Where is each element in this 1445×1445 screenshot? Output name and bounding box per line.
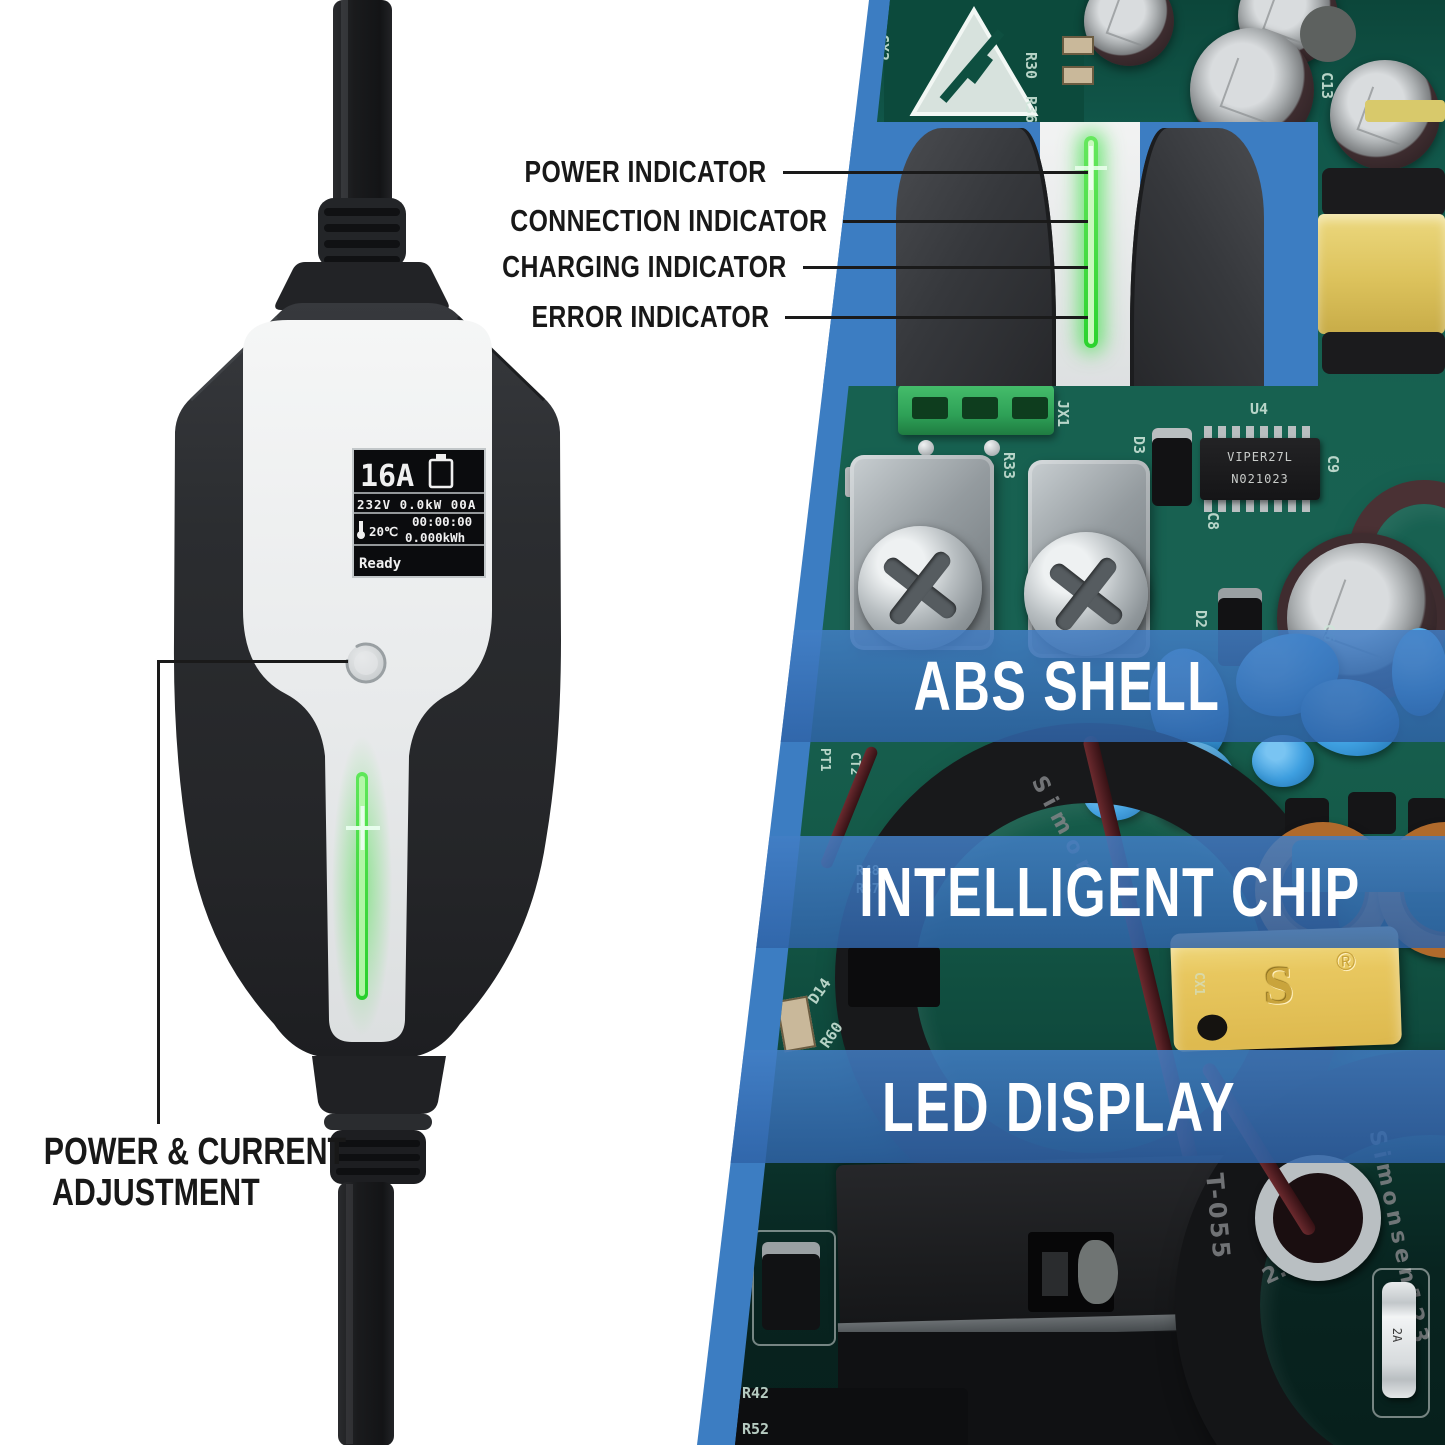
banner-led-display: LED DISPLAY	[697, 1050, 1445, 1163]
led-glint-icon	[1075, 166, 1107, 170]
chip-logo: S	[1262, 954, 1295, 1016]
display-volts-row: 232V 0.0kW 00A	[357, 497, 476, 512]
device-closeup-inset	[800, 122, 1318, 386]
fuse: 2A	[1382, 1282, 1416, 1398]
diode	[1152, 428, 1192, 506]
chip-registered-mark: ®	[1335, 945, 1356, 977]
display-temp: 20℃	[369, 524, 398, 539]
callout-power-indicator: POWER INDICATOR	[464, 152, 1088, 192]
battery-icon	[428, 454, 454, 489]
chip-marking: N021023	[1231, 472, 1289, 486]
relay-slot-patch	[1078, 1240, 1118, 1304]
pcb-silkscreen-label: R42	[742, 1384, 770, 1402]
solder-pin	[984, 440, 1000, 456]
pcb-silkscreen-label: JX1	[1054, 400, 1072, 428]
display-amps: 16A	[360, 459, 414, 494]
pcb-silkscreen-label: R30	[1022, 52, 1040, 80]
esd-warning-icon	[909, 6, 1039, 116]
indicator-label: ERROR INDICATOR	[531, 299, 769, 334]
terminal-slot	[912, 397, 948, 419]
display-status: Ready	[359, 556, 402, 572]
pcb-silkscreen-label: CX2	[874, 34, 892, 62]
pcb-silkscreen-label: PT1	[817, 748, 832, 772]
relay-box	[735, 1388, 968, 1445]
pcb-silkscreen-label: D3	[1130, 436, 1148, 455]
terminal-slot	[962, 397, 998, 419]
callout-power-current-adjustment: POWER & CURRENT ADJUSTMENT	[6, 1132, 346, 1214]
callout-charging-indicator: CHARGING INDICATOR	[431, 247, 1088, 287]
adjustment-label-line1: POWER & CURRENT	[43, 1131, 347, 1173]
screw-terminal	[858, 526, 982, 650]
indicator-label: CONNECTION INDICATOR	[509, 203, 827, 238]
banner-abs-shell: ABS SHELL	[697, 630, 1445, 742]
collar-top	[275, 262, 449, 310]
terminal-slot	[1012, 397, 1048, 419]
leader-line	[157, 660, 160, 1124]
chip-dot	[1196, 1014, 1228, 1042]
pcb-silkscreen-label: C9	[1324, 455, 1342, 474]
coil-clip	[1348, 792, 1396, 834]
indicator-label: CHARGING INDICATOR	[502, 249, 787, 284]
transformer-yellow-tape	[1318, 214, 1445, 334]
chip-marking: VIPER27L	[1227, 450, 1293, 464]
leader-line	[785, 315, 1088, 319]
smd-resistor	[1062, 36, 1094, 55]
leader-line	[783, 170, 1088, 174]
film-capacitor	[1252, 735, 1314, 787]
thermometer-icon	[357, 521, 365, 539]
tape-sliver	[1365, 100, 1445, 122]
pcb-silkscreen-label: R52	[742, 1420, 770, 1438]
silk-outline	[752, 1230, 836, 1346]
black-component	[848, 947, 940, 1007]
pin-strip	[1204, 426, 1316, 438]
pcb-silkscreen-label: D14	[804, 974, 835, 1008]
ev-charger-device: 16A 232V 0.0kW 00A 20℃ 00:00:00 0.000kWh…	[173, 0, 561, 1445]
cable-bottom	[338, 1182, 394, 1445]
display-time: 00:00:00	[412, 514, 472, 529]
solder-pin	[918, 440, 934, 456]
led-glint-icon	[346, 806, 380, 850]
display-energy: 0.000kWh	[405, 530, 465, 545]
leader-line	[843, 219, 1088, 223]
adjustment-label-line2: ADJUSTMENT	[52, 1172, 260, 1214]
pcb-silkscreen-label: R33	[1000, 452, 1018, 480]
banner-label: LED DISPLAY	[881, 1067, 1237, 1146]
pcb-hole	[1300, 6, 1356, 62]
pcb-silkscreen-label: C13	[1318, 72, 1336, 100]
banner-label: INTELLIGENT CHIP	[859, 853, 1361, 931]
leader-line	[158, 660, 348, 663]
pcb-silkscreen-label: C8	[1204, 512, 1222, 531]
pcb-silkscreen-label: R36	[1022, 96, 1040, 124]
relay-slot-tab	[1042, 1252, 1068, 1296]
indicator-label: POWER INDICATOR	[524, 154, 767, 189]
smd-resistor	[775, 995, 817, 1053]
silk-outline	[1372, 1268, 1430, 1418]
callout-connection-indicator: CONNECTION INDICATOR	[431, 201, 1088, 241]
pcb-silkscreen-label: D2	[1192, 610, 1210, 629]
transformer-clip	[1322, 332, 1445, 374]
smd-resistor	[1062, 66, 1094, 85]
inset-device-right-half	[1130, 128, 1264, 386]
banner-intelligent-chip: INTELLIGENT CHIP	[697, 836, 1445, 948]
transformer-clip	[1322, 168, 1445, 216]
pcb-silkscreen-label: U4	[1250, 400, 1269, 418]
pin-strip	[1204, 500, 1316, 512]
collar-bottom	[312, 1056, 446, 1114]
leader-line	[803, 265, 1088, 269]
banner-label: ABS SHELL	[913, 647, 1221, 725]
adjustment-button[interactable]	[345, 642, 387, 684]
callout-error-indicator: ERROR INDICATOR	[472, 297, 1088, 337]
inset-led-core	[1088, 140, 1094, 344]
pcb-silkscreen-label: CX1	[1191, 972, 1206, 996]
smd-diode	[762, 1242, 820, 1330]
viper-chip: VIPER27L N021023	[1200, 438, 1320, 500]
lcd-display: 16A 232V 0.0kW 00A 20℃ 00:00:00 0.000kWh…	[352, 448, 486, 578]
fuse-marking: 2A	[1390, 1327, 1405, 1343]
electrolytic-capacitor	[1084, 0, 1174, 66]
